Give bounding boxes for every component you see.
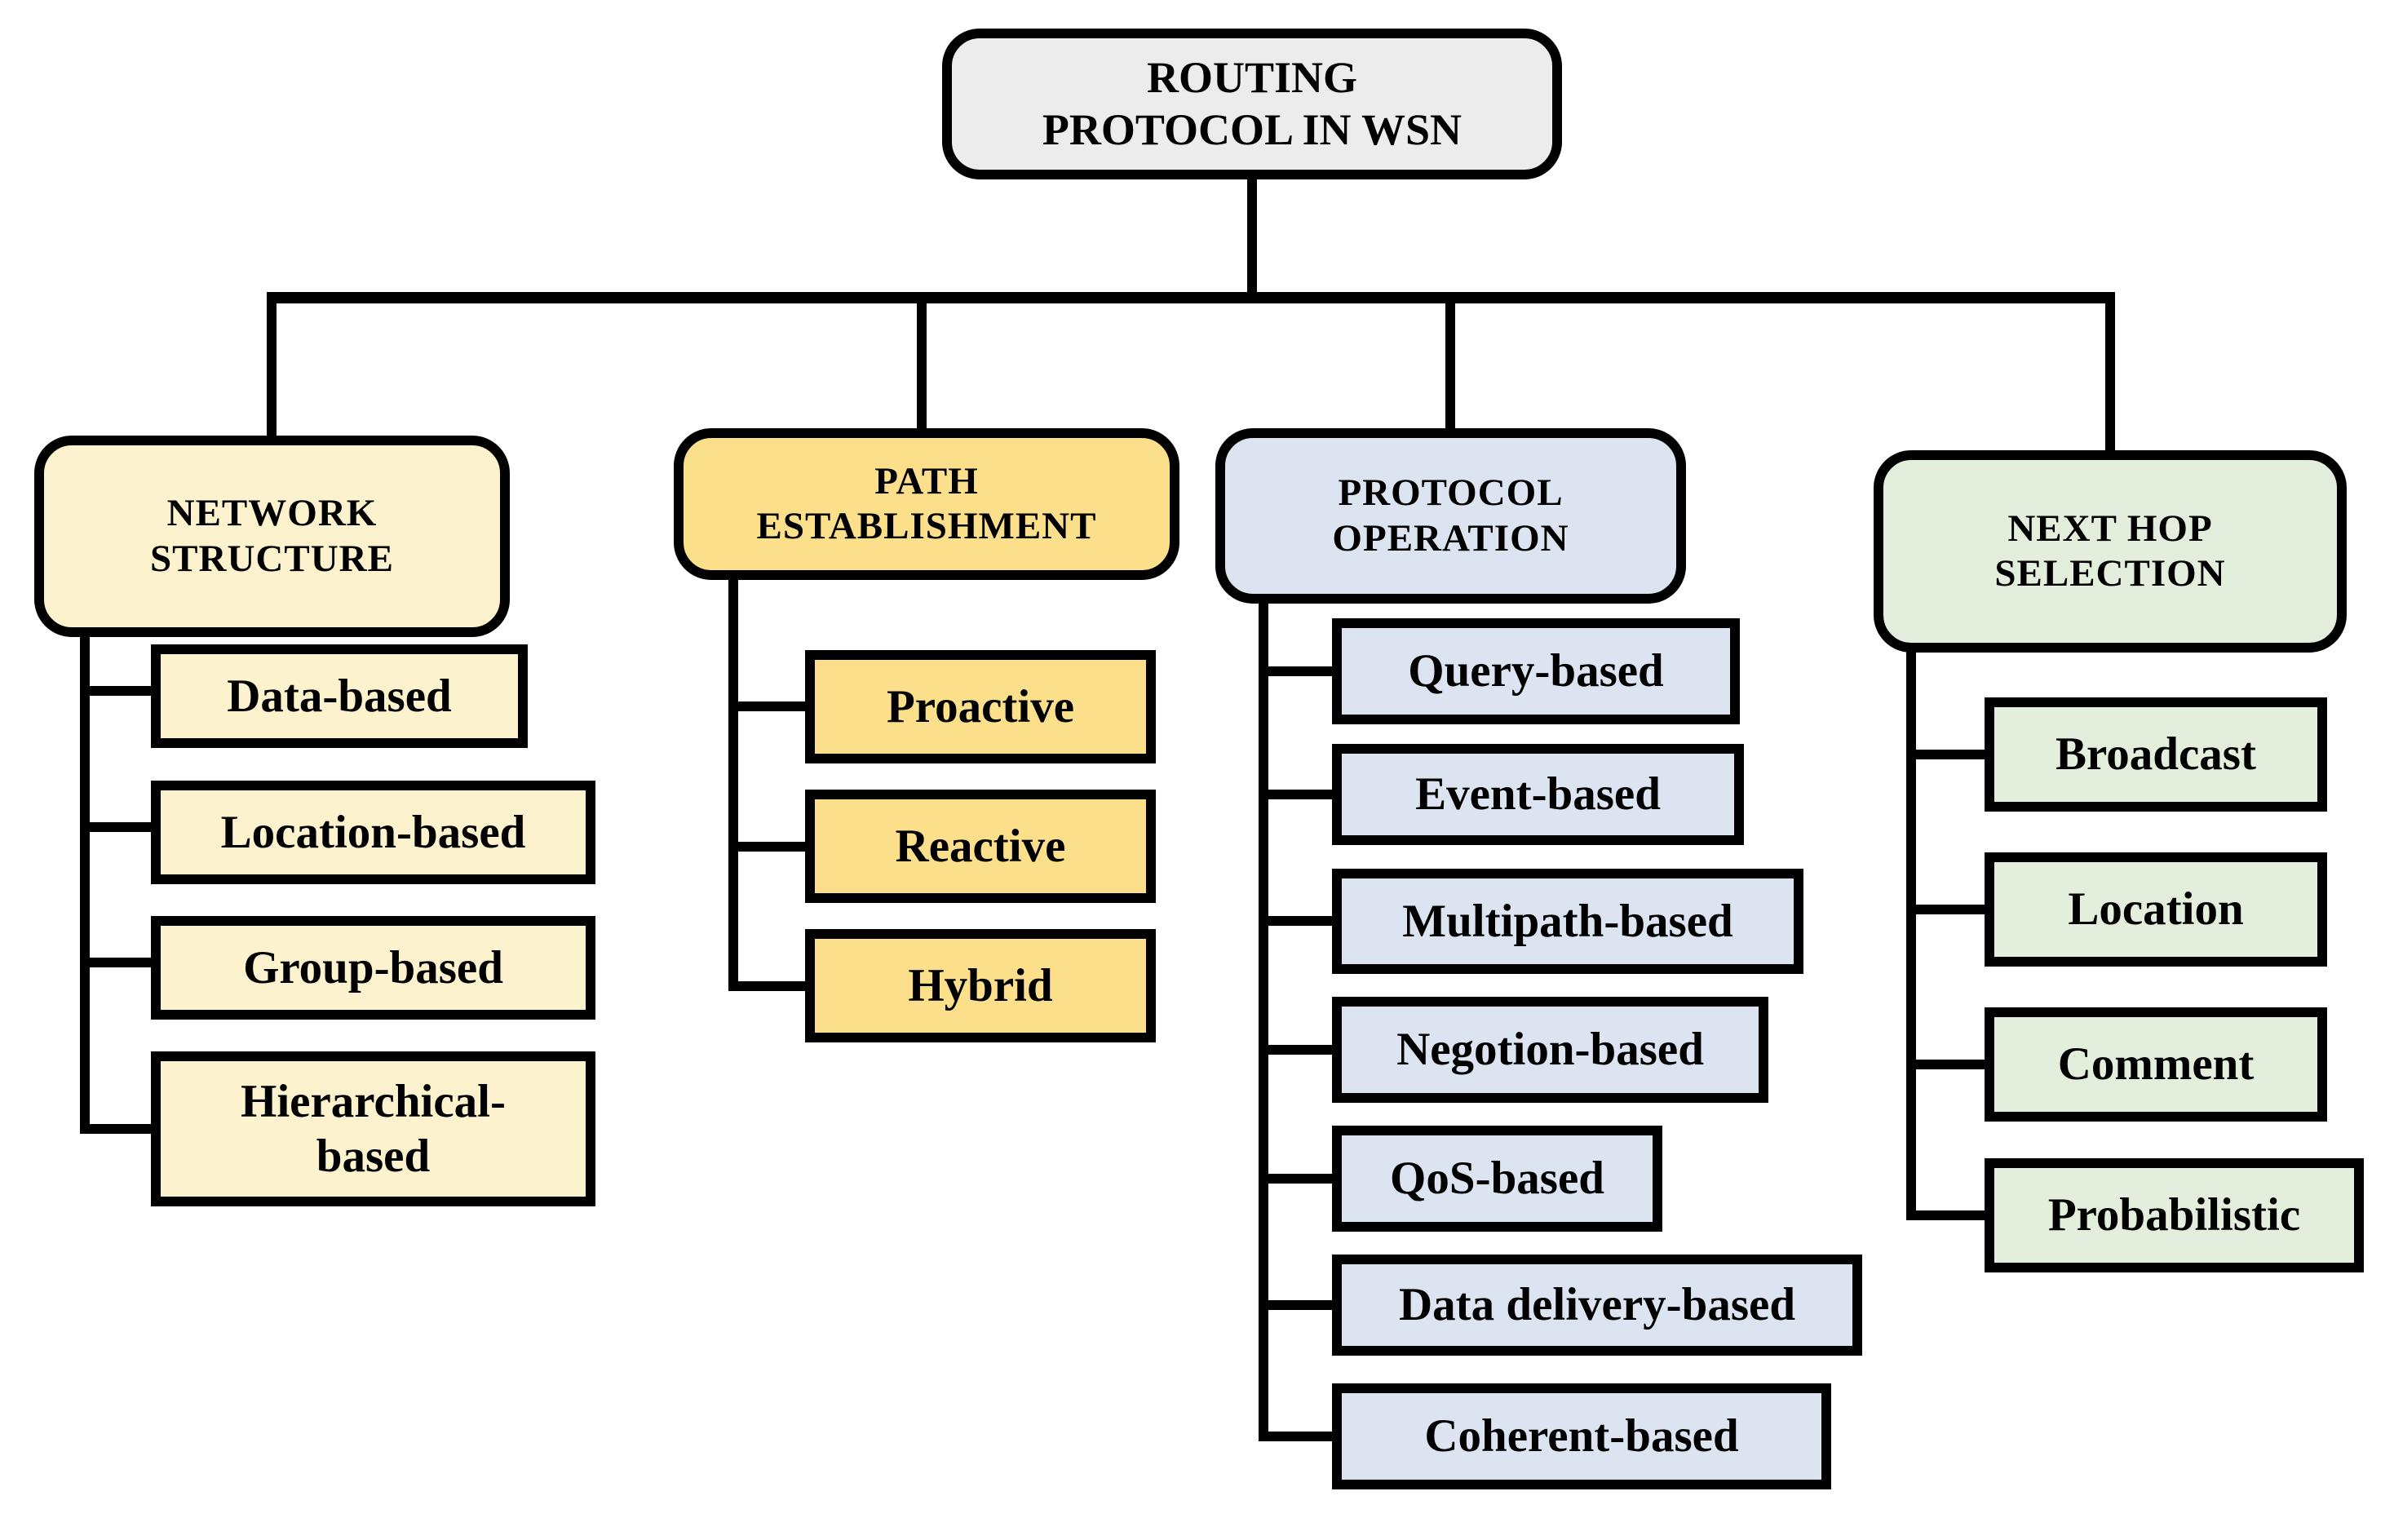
node-event-based: Event-based	[1332, 744, 1744, 845]
data-based-label: Data-based	[227, 670, 452, 722]
connector-stub-reactive	[728, 842, 810, 852]
node-protocol-operation: PROTOCOL OPERATION	[1215, 428, 1686, 604]
data-delivery-based-label: Data delivery-based	[1398, 1279, 1796, 1331]
node-qos-based: QoS-based	[1332, 1126, 1662, 1232]
connector-spine-path-establishment	[728, 571, 738, 991]
connector-stub-broadcast	[1906, 750, 1989, 759]
node-group-based: Group-based	[151, 916, 595, 1020]
connector-spine-protocol-operation	[1259, 595, 1268, 1441]
connector-stub-location	[1906, 905, 1989, 914]
connector-stub-coherent-based	[1259, 1432, 1337, 1441]
node-negotion-based: Negotion-based	[1332, 997, 1768, 1103]
next-hop-selection-label: NEXT HOP SELECTION	[1994, 507, 2226, 595]
connector-stub-negotion-based	[1259, 1045, 1337, 1055]
connector-drop-network-structure	[267, 300, 277, 439]
path-establishment-label: PATH ESTABLISHMENT	[756, 459, 1097, 547]
location-based-label: Location-based	[220, 806, 526, 858]
group-based-label: Group-based	[243, 941, 503, 993]
event-based-label: Event-based	[1415, 768, 1661, 821]
connector-drop-protocol-operation	[1445, 300, 1455, 432]
node-routing-protocol-in-wsn: ROUTING PROTOCOL IN WSN	[942, 29, 1562, 179]
node-reactive: Reactive	[805, 790, 1156, 903]
node-hybrid: Hybrid	[805, 929, 1156, 1042]
node-network-structure: NETWORK STRUCTURE	[34, 436, 510, 637]
connector-drop-next-hop-selection	[2105, 300, 2115, 455]
coherent-based-label: Coherent-based	[1424, 1410, 1739, 1463]
node-coherent-based: Coherent-based	[1332, 1383, 1831, 1489]
qos-based-label: QoS-based	[1390, 1153, 1604, 1205]
hybrid-label: Hybrid	[908, 959, 1053, 1011]
connector-stub-multipath-based	[1259, 916, 1337, 926]
connector-horizontal-bus	[267, 292, 2115, 303]
node-hierarchical-based: Hierarchical- based	[151, 1051, 595, 1206]
comment-label: Comment	[2057, 1038, 2255, 1091]
proactive-label: Proactive	[886, 680, 1074, 732]
node-location: Location	[1985, 852, 2327, 967]
node-multipath-based: Multipath-based	[1332, 869, 1803, 974]
connector-stub-comment	[1906, 1060, 1989, 1069]
node-location-based: Location-based	[151, 781, 595, 884]
connector-stub-event-based	[1259, 790, 1337, 799]
node-comment: Comment	[1985, 1007, 2327, 1122]
connector-stub-data-delivery-based	[1259, 1300, 1337, 1310]
connector-stub-data-based	[80, 686, 156, 696]
network-structure-label: NETWORK STRUCTURE	[150, 492, 394, 580]
connector-stub-query-based	[1259, 666, 1337, 676]
connector-spine-network-structure	[80, 628, 90, 1134]
connector-stub-hybrid	[728, 981, 810, 991]
node-broadcast: Broadcast	[1985, 697, 2327, 812]
connector-root-stub	[1247, 175, 1257, 298]
connector-stub-proactive	[728, 701, 810, 711]
location-label: Location	[2068, 883, 2244, 936]
connector-stub-group-based	[80, 958, 156, 967]
connector-stub-location-based	[80, 822, 156, 832]
connector-drop-path-establishment	[917, 300, 927, 432]
node-data-based: Data-based	[151, 644, 528, 748]
root-node-label: ROUTING PROTOCOL IN WSN	[1042, 52, 1463, 154]
negotion-based-label: Negotion-based	[1396, 1024, 1704, 1076]
probabilistic-label: Probabilistic	[2047, 1189, 2301, 1241]
protocol-operation-label: PROTOCOL OPERATION	[1332, 471, 1569, 560]
connector-stub-hierarchical-based	[80, 1124, 156, 1134]
connector-stub-qos-based	[1259, 1174, 1337, 1184]
query-based-label: Query-based	[1408, 645, 1664, 697]
node-proactive: Proactive	[805, 650, 1156, 763]
node-data-delivery-based: Data delivery-based	[1332, 1255, 1862, 1356]
broadcast-label: Broadcast	[2055, 728, 2256, 781]
reactive-label: Reactive	[895, 820, 1066, 872]
node-path-establishment: PATH ESTABLISHMENT	[674, 428, 1179, 580]
node-query-based: Query-based	[1332, 618, 1740, 724]
node-probabilistic: Probabilistic	[1985, 1158, 2364, 1272]
multipath-based-label: Multipath-based	[1402, 895, 1733, 947]
node-next-hop-selection: NEXT HOP SELECTION	[1874, 450, 2347, 653]
hierarchical-based-label: Hierarchical- based	[241, 1075, 506, 1182]
connector-spine-next-hop-selection	[1906, 644, 1916, 1220]
connector-stub-probabilistic	[1906, 1210, 1989, 1220]
